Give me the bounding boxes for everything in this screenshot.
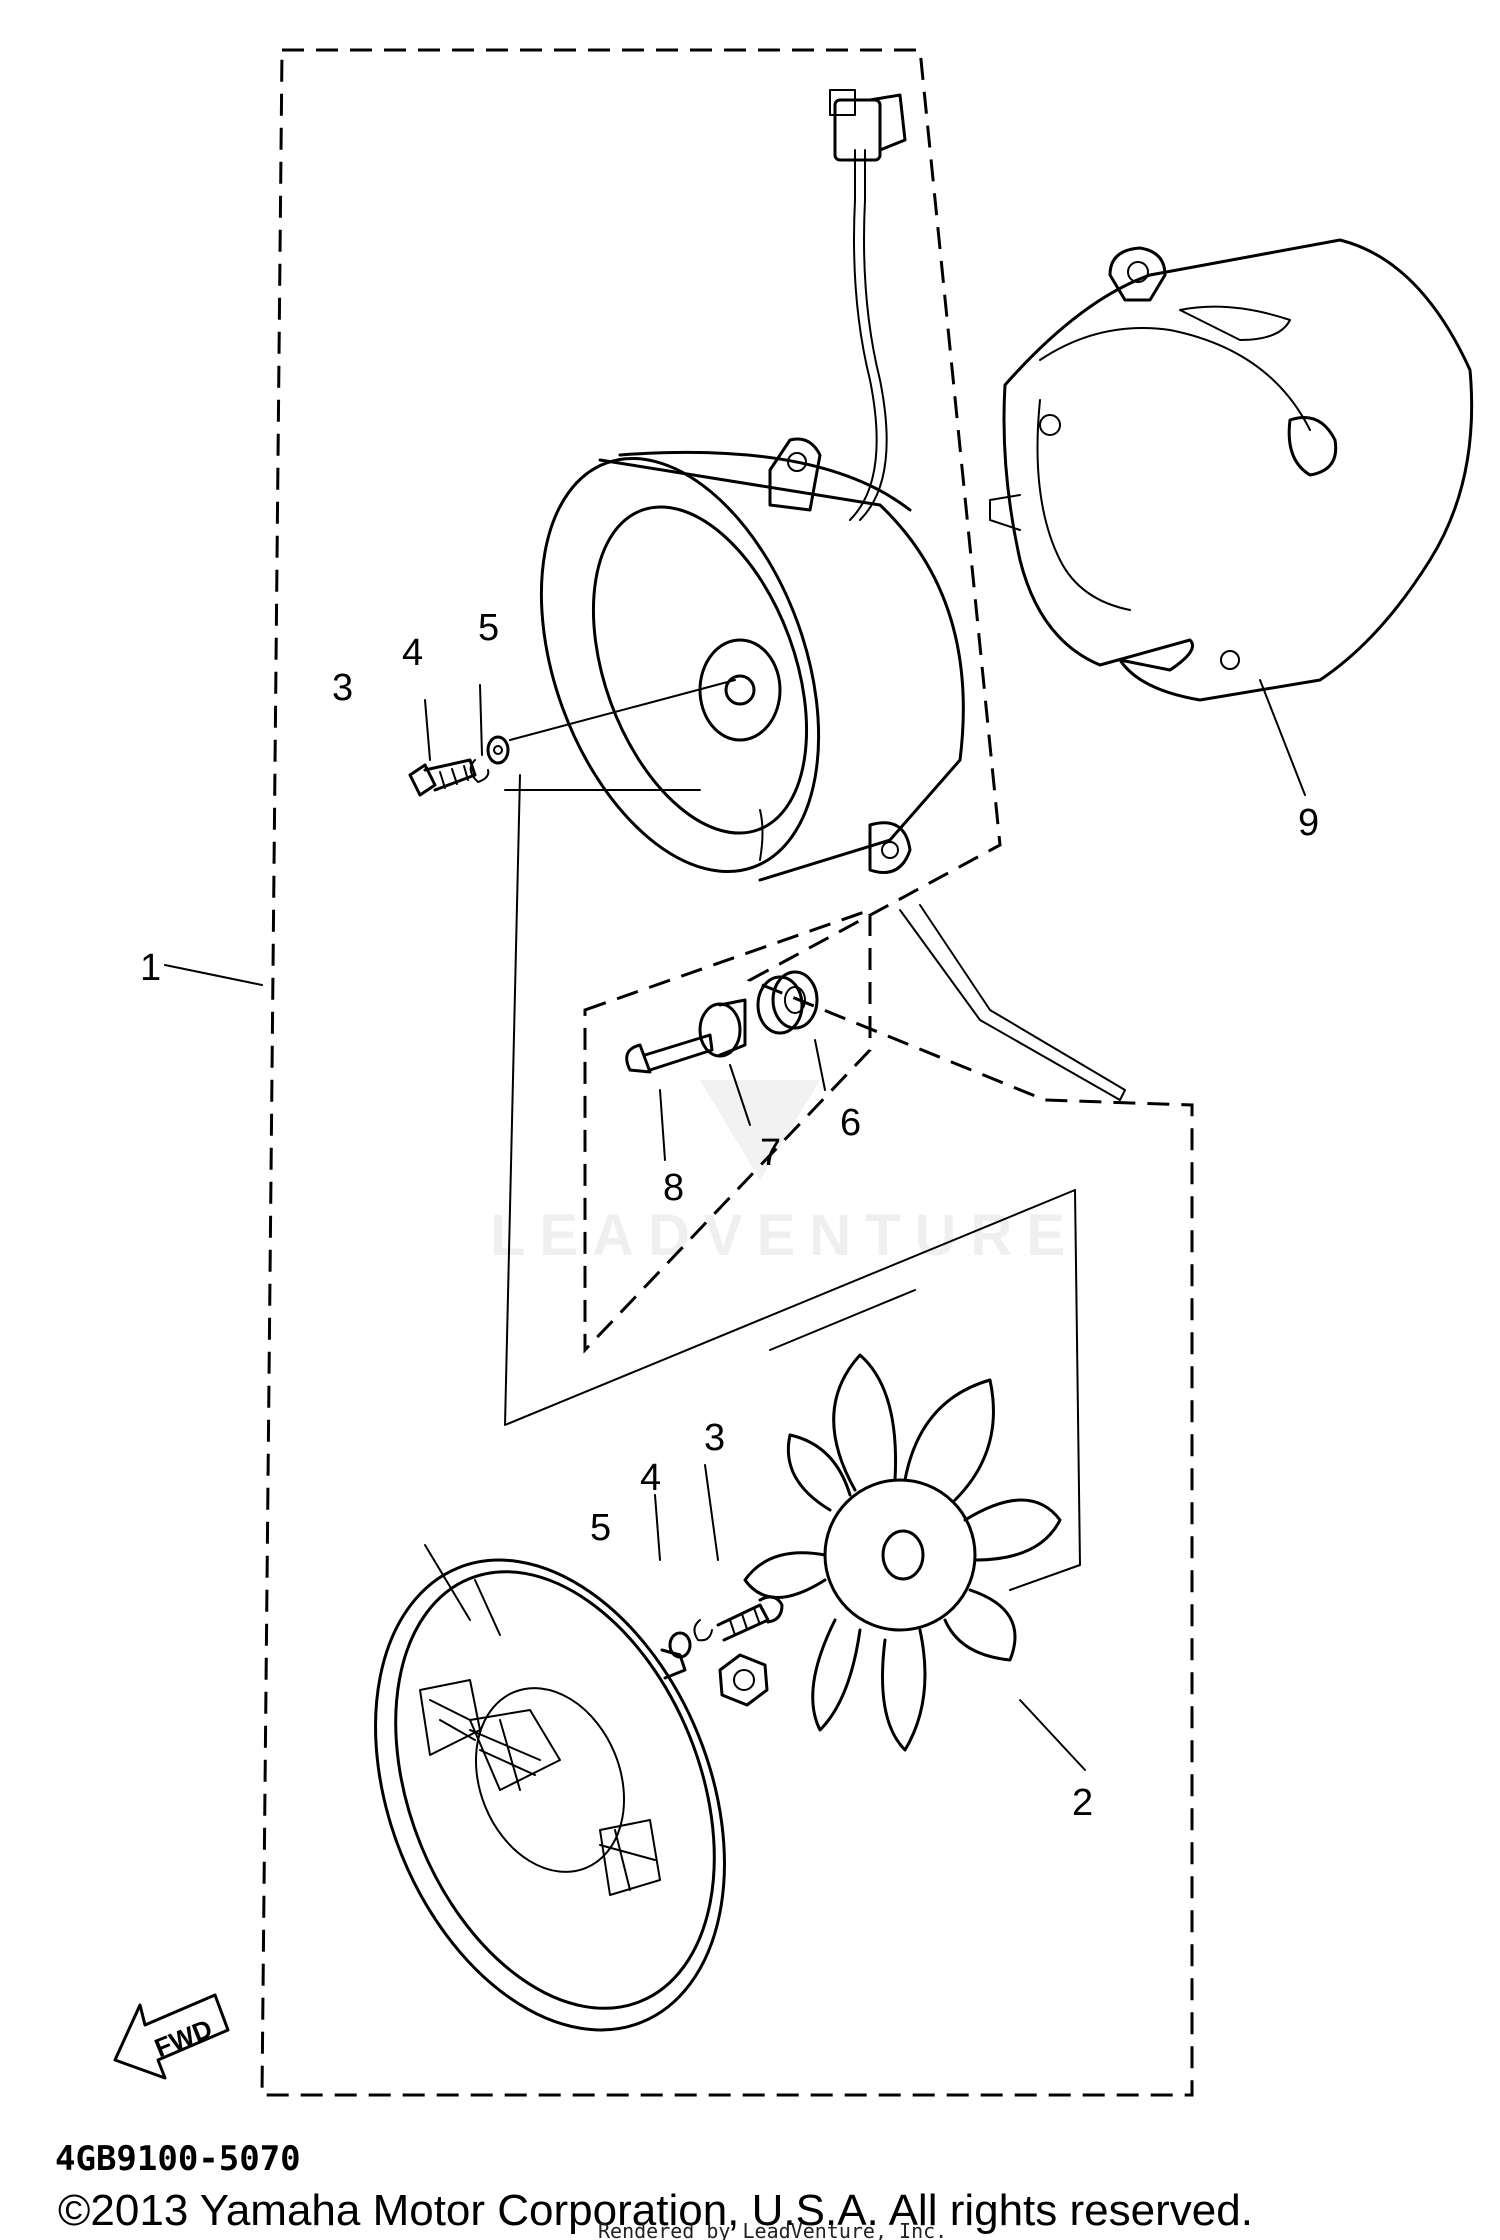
callout-3-lower: 3	[704, 1417, 725, 1459]
callout-9: 9	[1298, 802, 1319, 844]
callout-6: 6	[840, 1102, 861, 1144]
callout-3-upper: 3	[332, 667, 353, 709]
callout-4-lower: 4	[640, 1457, 661, 1499]
watermark-text: LEADVENTURE	[490, 1203, 1079, 1268]
callout-leaders	[164, 679, 1306, 1771]
callout-5-lower: 5	[590, 1507, 611, 1549]
wire-harness	[829, 89, 907, 521]
shaft-centerline	[509, 679, 736, 741]
leader-frame	[504, 774, 1081, 1591]
callout-8: 8	[663, 1167, 684, 1209]
upper-fastener-set	[408, 735, 510, 797]
fan-shroud	[989, 238, 1474, 702]
lower-fastener-set	[668, 1595, 784, 1659]
copyright-notice: ©2013 Yamaha Motor Corporation, U.S.A. A…	[58, 2186, 1253, 2235]
rendered-by-notice: Rendered by LeadVenture, Inc.	[598, 2219, 947, 2240]
fan-blade	[743, 1353, 1062, 1752]
callout-5-upper: 5	[478, 607, 499, 649]
callout-1: 1	[140, 947, 161, 989]
lower-centerline	[769, 1289, 916, 1351]
diagram-part-number: 4GB9100-5070	[55, 2139, 301, 2179]
fan-motor-housing	[539, 437, 965, 882]
inner-boundary-dashed	[583, 907, 872, 1354]
callout-4-upper: 4	[402, 632, 423, 674]
fan-guard	[374, 1558, 726, 2032]
assembly-boundary-dashed	[260, 48, 1194, 2097]
fwd-arrow: FWD	[113, 1993, 230, 2080]
fan-nut	[718, 1653, 769, 1707]
callout-2: 2	[1072, 1782, 1093, 1824]
fwd-label: FWD	[150, 2013, 216, 2063]
watermark: LEADVENTURE	[490, 1080, 1079, 1268]
mount-fastener-set	[625, 970, 819, 1074]
callout-7: 7	[760, 1132, 781, 1174]
fan-shaft	[899, 904, 1126, 1101]
